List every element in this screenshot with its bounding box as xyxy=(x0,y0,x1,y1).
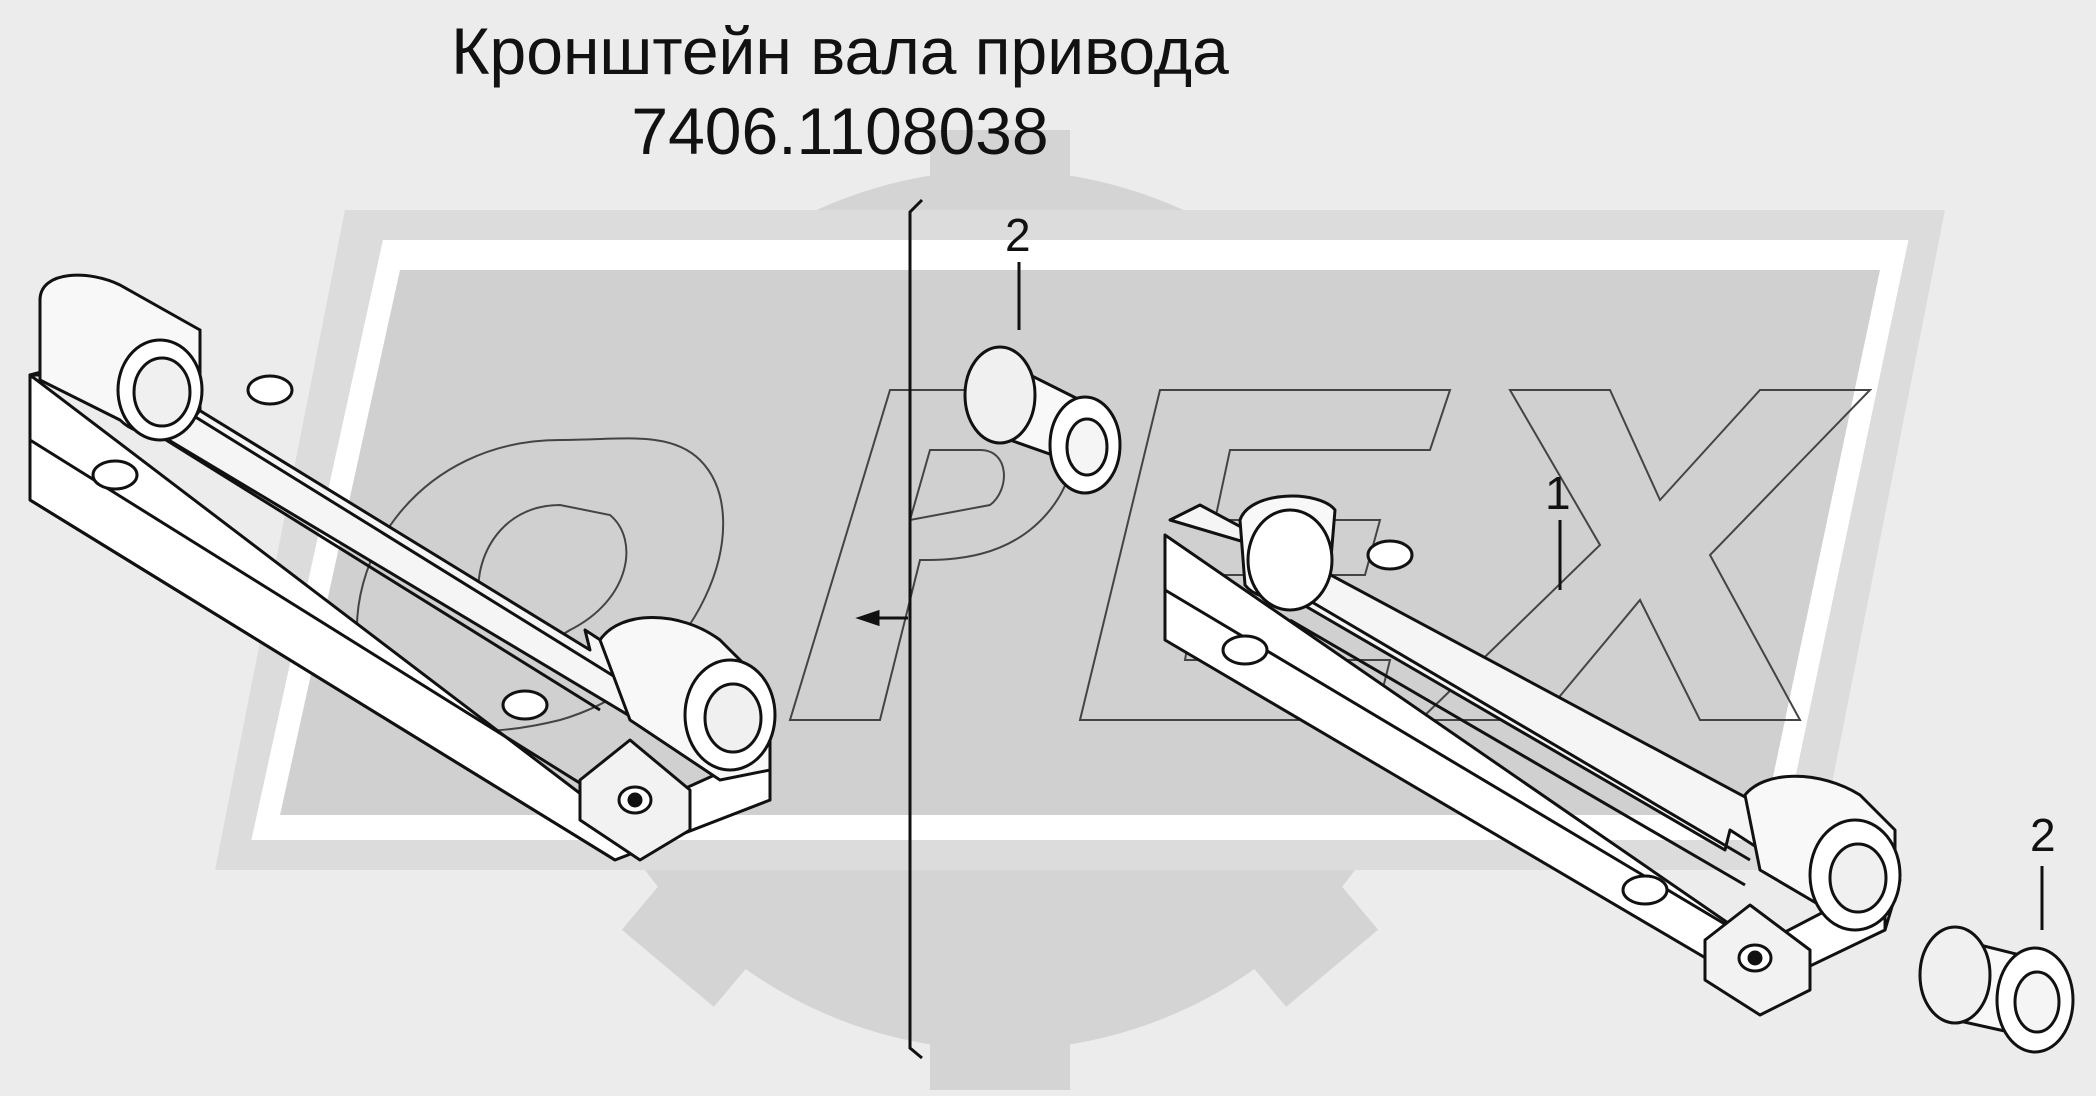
bracket-assembly-left xyxy=(28,273,777,862)
leader-lines xyxy=(1017,262,2044,930)
callout-bushing-top: 2 xyxy=(1005,209,1031,261)
bushing-bottom xyxy=(1918,925,2075,1054)
callout-bushing-bottom: 2 xyxy=(2030,809,2056,861)
bushing-top xyxy=(963,345,1122,495)
part-number: 7406.1108038 xyxy=(631,94,1049,168)
assembly-bracket-line xyxy=(855,198,924,1060)
bracket-assembly-right xyxy=(1163,494,1902,1017)
diagram-title: Кронштейн вала привода xyxy=(451,14,1229,88)
callout-bracket: 1 xyxy=(1545,467,1571,519)
